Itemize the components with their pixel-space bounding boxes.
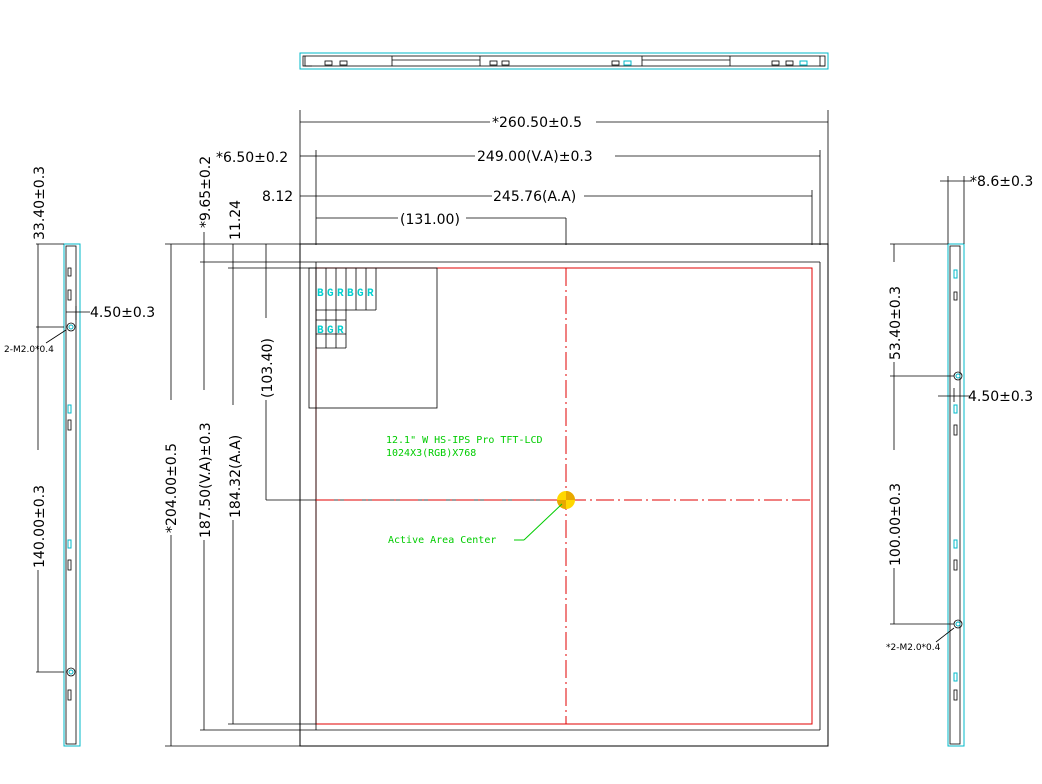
pixel-r3: R xyxy=(337,325,344,337)
left-screw-label: 2-M2.0*0.4 xyxy=(4,345,54,355)
pixel-detail-box xyxy=(308,267,438,409)
left-screw-hole-bottom xyxy=(66,667,76,677)
pixel-b1: B xyxy=(317,288,324,300)
left-top-dim: 33.40±0.3 xyxy=(32,166,48,240)
pixel-grid xyxy=(315,268,377,349)
right-side-view: *8.6±0.3 53.40±0.3 100.00±0.3 4.50±0.3 *… xyxy=(886,174,1033,747)
dim-va-width: 249.00(V.A)±0.3 xyxy=(477,149,593,165)
dim-center-x: (131.00) xyxy=(400,212,460,228)
dim-center-y: (103.40) xyxy=(260,338,276,398)
left-mid-dim: 140.00±0.3 xyxy=(32,485,48,568)
active-area-center-label: Active Area Center xyxy=(388,535,496,546)
pixel-b3: B xyxy=(317,325,324,337)
dim-outline-width: *260.50±0.5 xyxy=(492,115,582,131)
panel-spec-line1: 12.1" W HS-IPS Pro TFT-LCD xyxy=(386,435,543,446)
pixel-g3: G xyxy=(327,325,334,337)
pixel-g1: G xyxy=(327,288,334,300)
pixel-g2: G xyxy=(357,288,364,300)
dim-outline-height: *204.00±0.5 xyxy=(164,443,180,533)
right-screw-hole-bottom xyxy=(953,619,963,629)
vertical-dimensions: *204.00±0.5 187.50(V.A)±0.3 *9.65±0.2 18… xyxy=(164,156,560,747)
horizontal-dimensions: *260.50±0.5 249.00(V.A)±0.3 *6.50±0.2 24… xyxy=(216,110,829,245)
dim-va-top-offset: *9.65±0.2 xyxy=(198,156,214,228)
right-top-dim: 53.40±0.3 xyxy=(888,286,904,360)
right-thickness: *8.6±0.3 xyxy=(970,174,1033,190)
dim-aa-top-offset: 11.24 xyxy=(228,200,244,240)
pixel-r1: R xyxy=(337,288,344,300)
pixel-r2: R xyxy=(367,288,374,300)
right-screw-label: *2-M2.0*0.4 xyxy=(886,643,941,653)
top-edge-view xyxy=(299,52,829,70)
right-hole-offset: 4.50±0.3 xyxy=(968,389,1033,405)
left-hole-offset: 4.50±0.3 xyxy=(90,305,155,321)
pixel-b2: B xyxy=(347,288,354,300)
right-screw-hole-top xyxy=(953,371,963,381)
panel-spec-line2: 1024X3(RGB)X768 xyxy=(386,448,476,459)
dim-aa-left-offset: 8.12 xyxy=(262,189,293,205)
dim-aa-width: 245.76(A.A) xyxy=(493,189,576,205)
panel-outline xyxy=(299,243,829,747)
left-side-view: 33.40±0.3 140.00±0.3 4.50±0.3 2-M2.0*0.4 xyxy=(4,166,155,747)
dim-va-height: 187.50(V.A)±0.3 xyxy=(198,422,214,538)
panel-front-view: B G R B G R B G R 12.1" W HS-IPS Pro TFT… xyxy=(299,243,829,747)
dim-aa-height: 184.32(A.A) xyxy=(228,435,244,518)
right-mid-dim: 100.00±0.3 xyxy=(888,483,904,566)
dim-va-left-offset: *6.50±0.2 xyxy=(216,150,288,166)
left-screw-hole-top xyxy=(66,322,76,332)
